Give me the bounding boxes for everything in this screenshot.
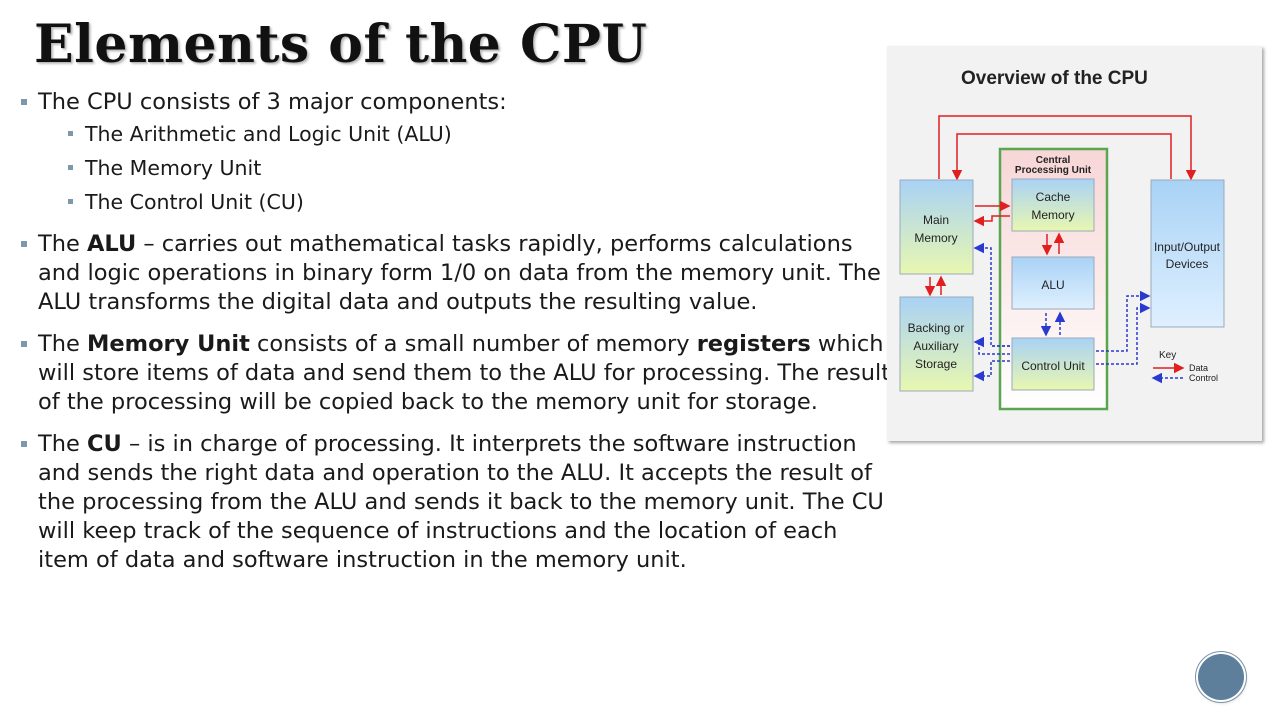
control-cu-to-mm xyxy=(973,242,1010,347)
main-memory-box xyxy=(899,179,974,275)
component-memory-unit: The Memory Unit xyxy=(38,151,892,185)
slide-title: Elements of the CPU xyxy=(34,14,648,75)
key-data-label: Data xyxy=(1189,363,1208,373)
cache-label-1: Cache xyxy=(1036,190,1071,204)
main-memory-label-2: Memory xyxy=(914,231,957,245)
control-cu-to-io-2 xyxy=(1096,302,1151,365)
control-cu-to-backing-2 xyxy=(973,336,1010,355)
cu-term: CU xyxy=(87,431,122,457)
registers-term: registers xyxy=(696,331,811,357)
control-cu-to-io xyxy=(1096,290,1151,352)
backing-label-2: Auxiliary xyxy=(913,339,958,353)
cpu-overview-diagram: Overview of the CPU Central Processing U… xyxy=(887,46,1262,441)
alu-term: ALU xyxy=(87,231,137,257)
memory-unit-term: Memory Unit xyxy=(87,331,250,357)
backing-storage-box xyxy=(899,296,974,392)
io-label-1: Input/Output xyxy=(1154,240,1221,254)
data-cache-to-mm xyxy=(973,215,1010,227)
control-unit-box xyxy=(1011,337,1095,391)
backing-label-3: Storage xyxy=(915,357,957,371)
cu-pre: The xyxy=(38,431,87,457)
key-label: Key xyxy=(1159,350,1176,361)
memory-mid: consists of a small number of memory xyxy=(249,331,697,357)
cpu-label-2: Processing Unit xyxy=(1015,165,1092,176)
cache-label-2: Memory xyxy=(1031,208,1074,222)
bullet-alu: The ALU – carries out mathematical tasks… xyxy=(20,230,892,317)
cu-description: – is in charge of processing. It interpr… xyxy=(38,431,884,573)
alu-description: – carries out mathematical tasks rapidly… xyxy=(38,231,881,315)
component-list: The Arithmetic and Logic Unit (ALU) The … xyxy=(38,117,892,219)
memory-pre: The xyxy=(38,331,87,357)
component-alu: The Arithmetic and Logic Unit (ALU) xyxy=(38,117,892,151)
slide-nav-button[interactable] xyxy=(1198,654,1244,700)
bullet-intro: The CPU consists of 3 major components: … xyxy=(20,88,892,219)
slide-body: The CPU consists of 3 major components: … xyxy=(20,88,892,575)
io-devices-box xyxy=(1150,179,1225,328)
alu-box-label: ALU xyxy=(1041,278,1064,292)
control-cu-to-backing xyxy=(973,360,1010,382)
cpu-diagram-svg: Overview of the CPU Central Processing U… xyxy=(899,68,1225,411)
key-control-label: Control xyxy=(1189,373,1218,383)
data-path-inner xyxy=(951,133,1172,181)
alu-box xyxy=(1011,256,1095,310)
memory-description: which will store items of data and send … xyxy=(38,331,891,415)
component-control-unit: The Control Unit (CU) xyxy=(38,185,892,219)
control-unit-label: Control Unit xyxy=(1021,359,1085,373)
backing-label-1: Backing or xyxy=(908,321,965,335)
io-label-2: Devices xyxy=(1166,257,1209,271)
alu-pre: The xyxy=(38,231,87,257)
data-path-outer xyxy=(938,115,1197,181)
bullet-control-unit: The CU – is in charge of processing. It … xyxy=(20,430,892,575)
intro-text: The CPU consists of 3 major components: xyxy=(38,89,507,115)
main-memory-label-1: Main xyxy=(923,213,949,227)
diagram-title: Overview of the CPU xyxy=(961,68,1148,89)
bullet-memory-unit: The Memory Unit consists of a small numb… xyxy=(20,330,892,417)
cache-memory-box xyxy=(1011,178,1095,232)
cpu-label-1: Central xyxy=(1036,155,1071,166)
bullet-list: The CPU consists of 3 major components: … xyxy=(20,88,892,575)
